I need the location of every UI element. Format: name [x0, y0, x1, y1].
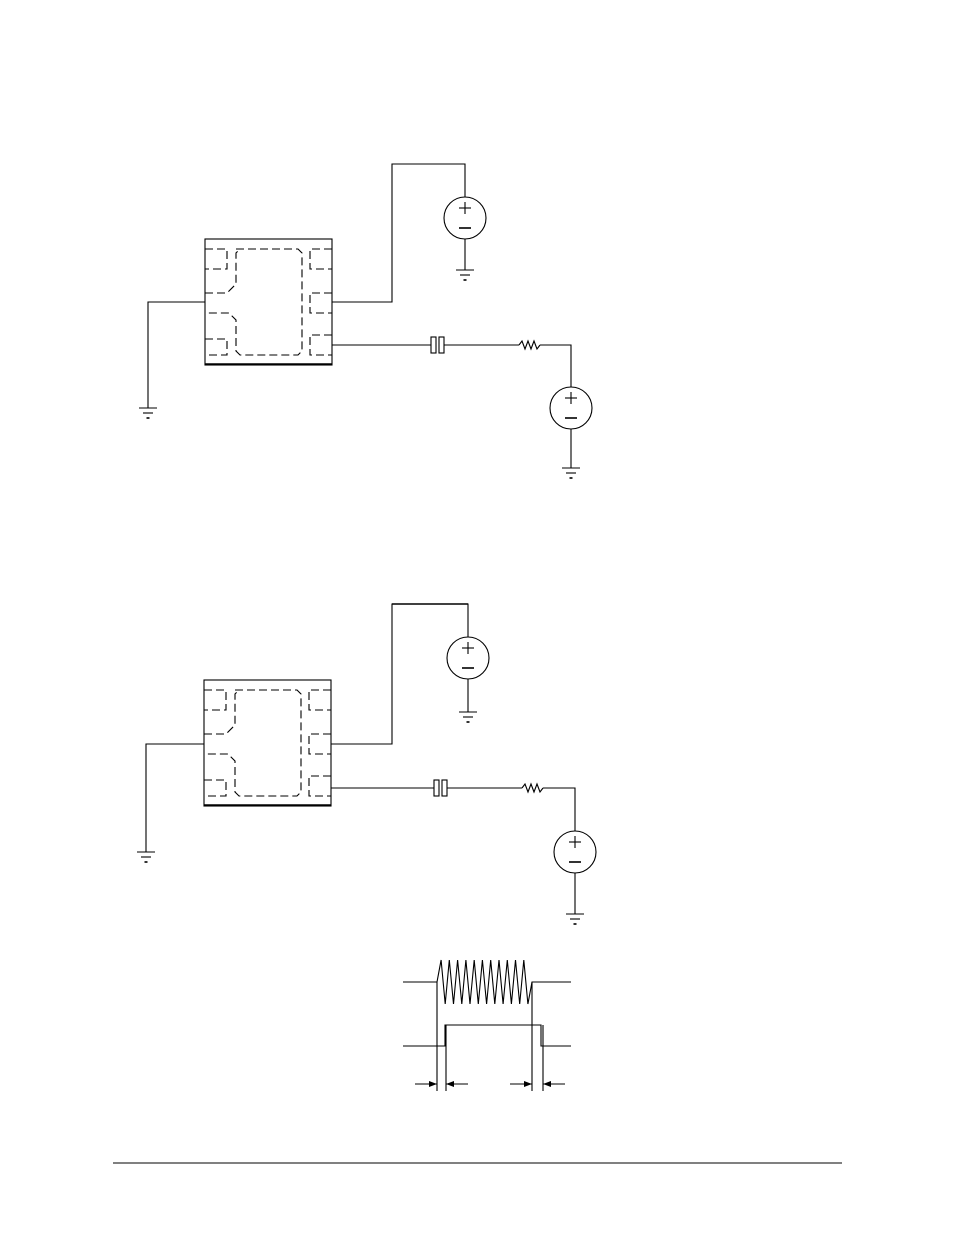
- ground-symbol: [456, 270, 474, 280]
- wire-to-ac-source: [540, 345, 571, 387]
- gate-pulse-waveform: [403, 1025, 571, 1046]
- resistor: [522, 784, 543, 792]
- capacitor: [431, 337, 444, 353]
- ac-voltage-source: [550, 387, 592, 429]
- ground-symbol: [562, 468, 580, 478]
- ground-symbol: [459, 712, 477, 722]
- fall-time-arrows: [510, 1081, 565, 1087]
- timing-waveform: [403, 960, 571, 1091]
- dc-voltage-source: [447, 637, 489, 679]
- wire-to-ac-source: [543, 788, 575, 831]
- ic-package: [205, 239, 332, 365]
- circuit-1: [139, 164, 592, 478]
- capacitor: [434, 780, 447, 796]
- ground-symbol: [137, 852, 155, 862]
- ac-voltage-source: [554, 831, 596, 873]
- dc-voltage-source: [444, 197, 486, 239]
- rf-burst-waveform: [403, 960, 571, 1004]
- ground-symbol: [566, 914, 584, 924]
- resistor: [519, 341, 540, 349]
- wire-to-dc-source: [331, 604, 468, 744]
- ground-symbol: [139, 408, 157, 418]
- ic-package: [204, 680, 331, 806]
- wire-to-dc-source: [332, 164, 465, 302]
- wire-left-to-ground: [146, 744, 204, 852]
- circuit-2: [137, 604, 596, 924]
- wire-left-to-ground: [148, 302, 205, 408]
- rise-time-arrows: [415, 1081, 468, 1087]
